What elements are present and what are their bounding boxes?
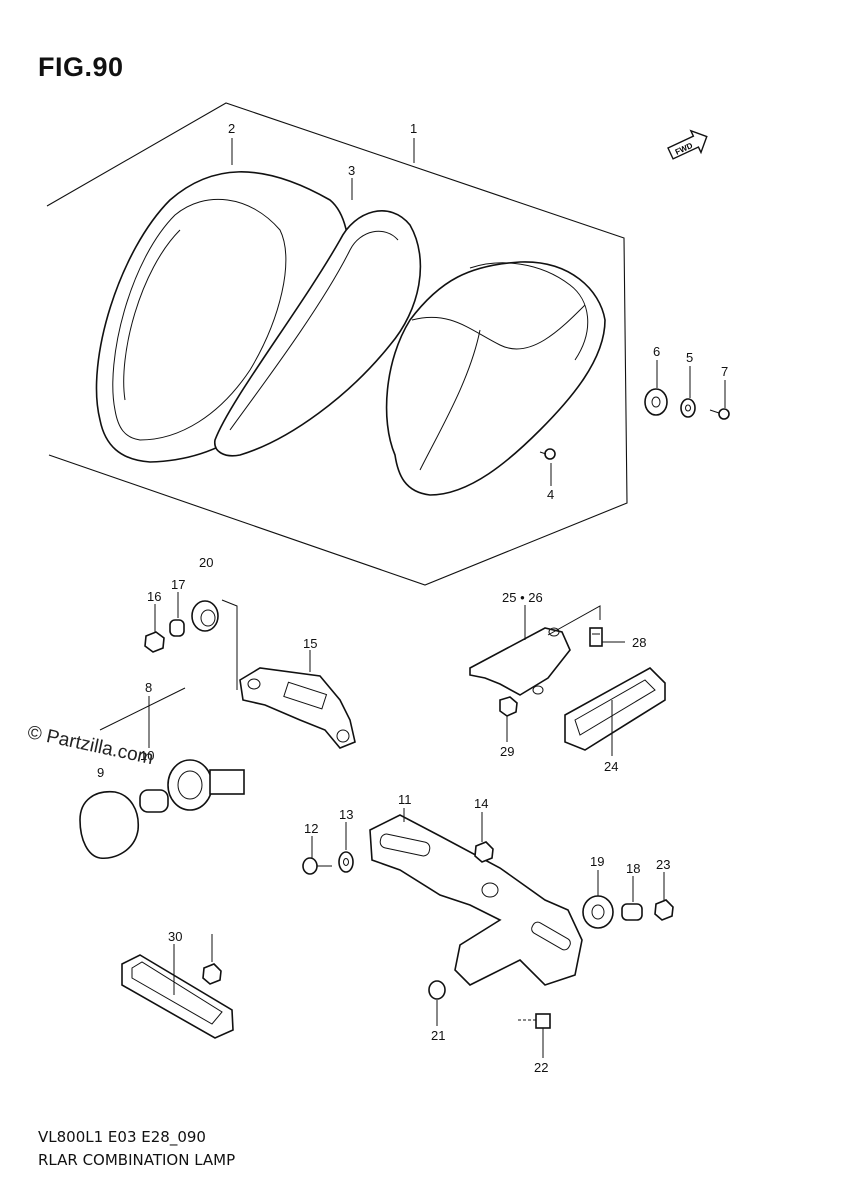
callout-19: 19 [590,854,604,869]
callout-23: 23 [656,857,670,872]
callout-18: 18 [626,861,640,876]
callout-13: 13 [339,807,353,822]
bracket-11 [369,814,583,986]
callout-8: 8 [145,680,152,695]
reflector-29 [121,954,234,1039]
bolt-27 [589,627,603,647]
callout-17: 17 [171,577,185,592]
reflector-24 [564,667,666,751]
grommet-6 [644,388,668,416]
diagram-code: VL800L1 E03 E28_090 [38,1128,206,1146]
callout-29: 30 [168,929,182,944]
nut-28 [499,696,518,717]
screw-7 [709,408,730,420]
callout-28: 29 [500,744,514,759]
screw-12 [302,857,332,875]
callout-15: 15 [303,636,317,651]
grommet-20 [191,600,219,632]
gasket-part [214,210,422,457]
callout-20: 20 [199,555,213,570]
bracket-15 [221,599,356,749]
washer-13 [338,851,354,873]
collar-18 [621,903,643,921]
callout-6: 6 [653,344,660,359]
fwd-arrow-icon: FWD [667,129,708,160]
callout-10: 10 [140,748,154,763]
callout-3: 3 [348,163,355,178]
callout-25-26: 25 • 26 [502,590,543,605]
nut-16 [144,631,165,653]
bolt-22 [518,1013,551,1029]
socket-assembly-part [79,687,245,859]
grommet-19 [582,895,614,929]
nut-30 [202,963,222,985]
callout-22: 22 [534,1060,548,1075]
callout-16: 16 [147,589,161,604]
callout-12: 12 [304,821,318,836]
screw-4 [539,448,556,460]
bracket-25-26 [469,605,601,696]
callout-11: 11 [398,792,412,807]
callout-2: 2 [228,121,235,136]
nut-14 [474,841,494,863]
callout-24: 24 [604,759,618,774]
callout-21: 21 [431,1028,445,1043]
callout-7: 7 [721,364,728,379]
callout-4: 4 [547,487,554,502]
callout-5: 5 [686,350,693,365]
washer-5 [680,398,696,418]
assembly-box [46,102,628,586]
callout-9: 9 [97,765,104,780]
diagram-name: RLAR COMBINATION LAMP [38,1151,236,1169]
figure-title: FIG.90 [38,52,124,82]
callout-14: 14 [474,796,488,811]
nut-23 [654,899,674,921]
cushion-21 [428,980,446,1000]
callout-labels: 2 1 3 4 6 5 7 20 16 17 15 8 10 9 25 • 26… [97,121,728,1075]
cushion-17 [169,619,185,637]
lamp-housing-part [385,261,606,496]
callout-1: 1 [410,121,417,136]
leader-lines [148,138,726,1058]
callout-27: 28 [632,635,646,650]
